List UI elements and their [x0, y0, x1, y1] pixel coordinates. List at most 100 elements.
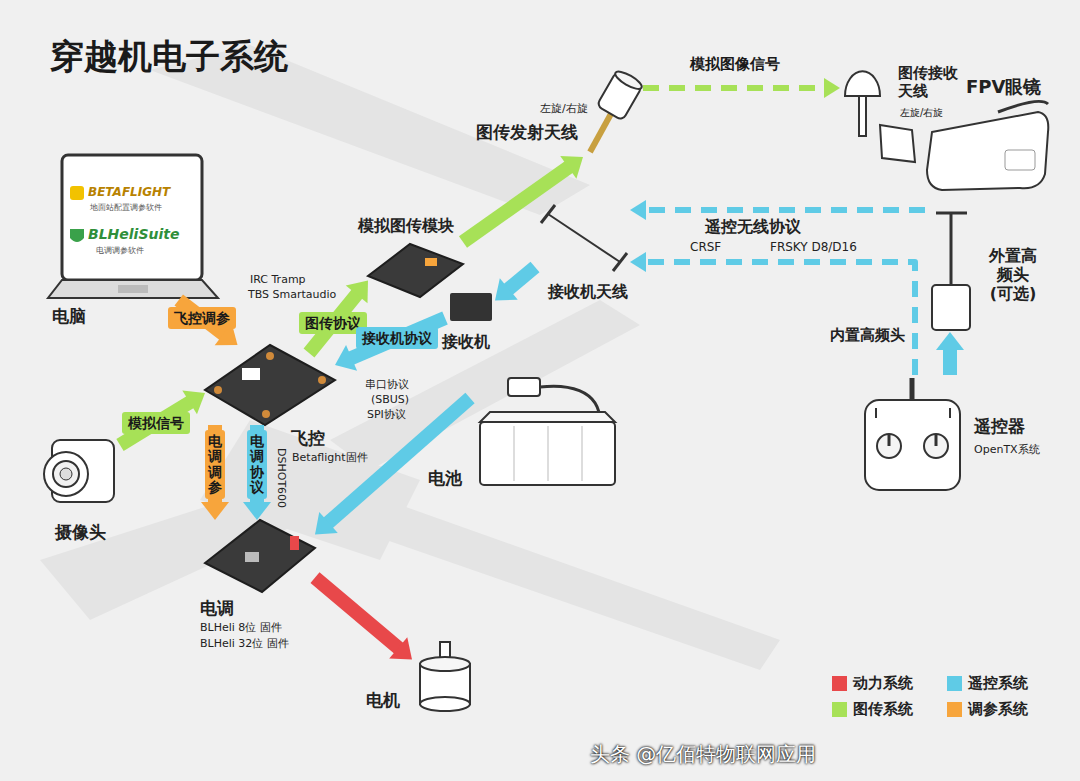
connector: [936, 332, 964, 375]
component-node: 接收机: [445, 290, 495, 325]
component-node: 摄像头: [38, 428, 120, 513]
annotation-label: (SBUS): [371, 393, 409, 406]
annotation-label: 内置高频头: [830, 326, 905, 344]
app-icon: [70, 186, 84, 200]
stick-lever: [935, 434, 938, 446]
battery-plug: [508, 378, 540, 396]
motor: [420, 642, 470, 711]
component-label: 接收机天线: [548, 282, 628, 301]
mount-hole: [214, 386, 222, 394]
antenna-element: [613, 253, 627, 271]
component-node: 左旋/右旋图传发射天线: [583, 72, 643, 157]
component-node: 接收机天线: [535, 205, 630, 267]
board: [205, 345, 335, 425]
component-label: BLHeli 32位 固件: [200, 637, 289, 650]
arrow-head: [824, 78, 840, 98]
module-body: [932, 285, 970, 330]
fpv-goggles: [927, 101, 1048, 190]
edge-label: 飞控调参: [168, 307, 236, 329]
legend-swatch: [832, 702, 847, 717]
camera-lens: [53, 461, 79, 487]
connector: [315, 398, 470, 534]
component-node: 遥控器OpenTX系统: [860, 375, 965, 495]
arrow-head: [560, 156, 583, 179]
component-node: 电池: [470, 375, 620, 490]
connector-line: [943, 348, 957, 375]
laptop-base: [48, 280, 218, 298]
component-label: BLHeli 8位 固件: [200, 621, 282, 634]
arrow-head: [243, 502, 271, 520]
chip: [245, 552, 259, 562]
component-node: 电机: [412, 640, 482, 718]
goggle-vent: [1005, 150, 1035, 170]
arrow-head: [936, 332, 964, 350]
radio-controller: [865, 378, 960, 490]
antenna-wire: [548, 214, 620, 262]
annotation-label: 电调调参软件: [96, 246, 144, 256]
connector-line: [120, 401, 191, 445]
receiver-antenna: [541, 205, 627, 271]
board: [205, 520, 315, 592]
controller-body: [865, 400, 960, 490]
connector: [630, 200, 925, 220]
component-label: 摄像头: [55, 522, 106, 542]
connector-line: [643, 85, 826, 91]
component-label: 模拟图传模块: [358, 216, 454, 235]
flight-controller-board: [205, 345, 335, 425]
control-stick: [924, 434, 948, 458]
annotation-label: BETAFLIGHT: [88, 185, 170, 199]
component-label: 图传接收天线: [898, 64, 960, 100]
laptop: [48, 155, 218, 298]
component-node: FPV眼镜: [925, 100, 1050, 195]
patch-antenna: [880, 125, 915, 162]
annotation-label: FRSKY D8/D16: [770, 240, 857, 254]
antenna-stem: [859, 94, 866, 136]
component-label: 左旋/右旋: [900, 107, 943, 119]
edge-label: 接收机协议: [356, 327, 438, 349]
camera-lens: [60, 468, 72, 480]
battery-cell: [548, 426, 549, 481]
camera: [44, 440, 114, 502]
connector: [425, 258, 437, 266]
component-label: 外置高频头(可选): [986, 246, 1040, 304]
battery: [480, 378, 615, 485]
antenna-dome: [845, 71, 880, 96]
laptop-screen: [62, 155, 202, 280]
annotation-label: CRSF: [690, 240, 721, 254]
arrow-head: [182, 390, 205, 414]
battery-pack: [480, 422, 615, 485]
arrow-head: [346, 281, 368, 304]
laptop-touchpad: [118, 285, 148, 293]
arrow-head: [201, 502, 229, 520]
diagram-title: 穿越机电子系统: [50, 36, 288, 77]
capacitor: [290, 536, 299, 550]
arrow-head: [315, 512, 338, 534]
goggle-body: [927, 112, 1048, 190]
connector: [630, 252, 915, 375]
app-icon: [70, 229, 84, 242]
legend-text: 动力系统: [853, 674, 913, 692]
component-label: 遥控器: [974, 416, 1025, 436]
antenna-top: [613, 68, 644, 92]
connector: [120, 390, 205, 445]
controller-antenna: [910, 378, 915, 402]
switch: [949, 408, 951, 418]
module-antenna: [950, 214, 953, 285]
component-node: 电脑: [55, 150, 220, 300]
annotation-label: DSHOT600: [275, 448, 288, 508]
connector: [495, 267, 535, 301]
chip: [242, 368, 260, 380]
component-label: 电机: [366, 690, 400, 710]
component-label: 电调: [200, 598, 234, 618]
annotation-label: SPI协议: [367, 408, 406, 421]
annotation-label: 串口协议: [365, 378, 409, 391]
frame-plate: [200, 420, 420, 560]
component-node: 图传接收天线左旋/右旋: [840, 62, 885, 140]
edge-label: 电调协议: [247, 430, 267, 500]
connector: [201, 425, 229, 520]
component-label: OpenTX系统: [974, 443, 1040, 456]
annotation-label: BLHeliSuite: [88, 226, 179, 243]
component-label: 飞控: [291, 428, 325, 448]
battery-cell: [582, 426, 583, 481]
annotation-label: 遥控无线协议: [705, 217, 801, 236]
